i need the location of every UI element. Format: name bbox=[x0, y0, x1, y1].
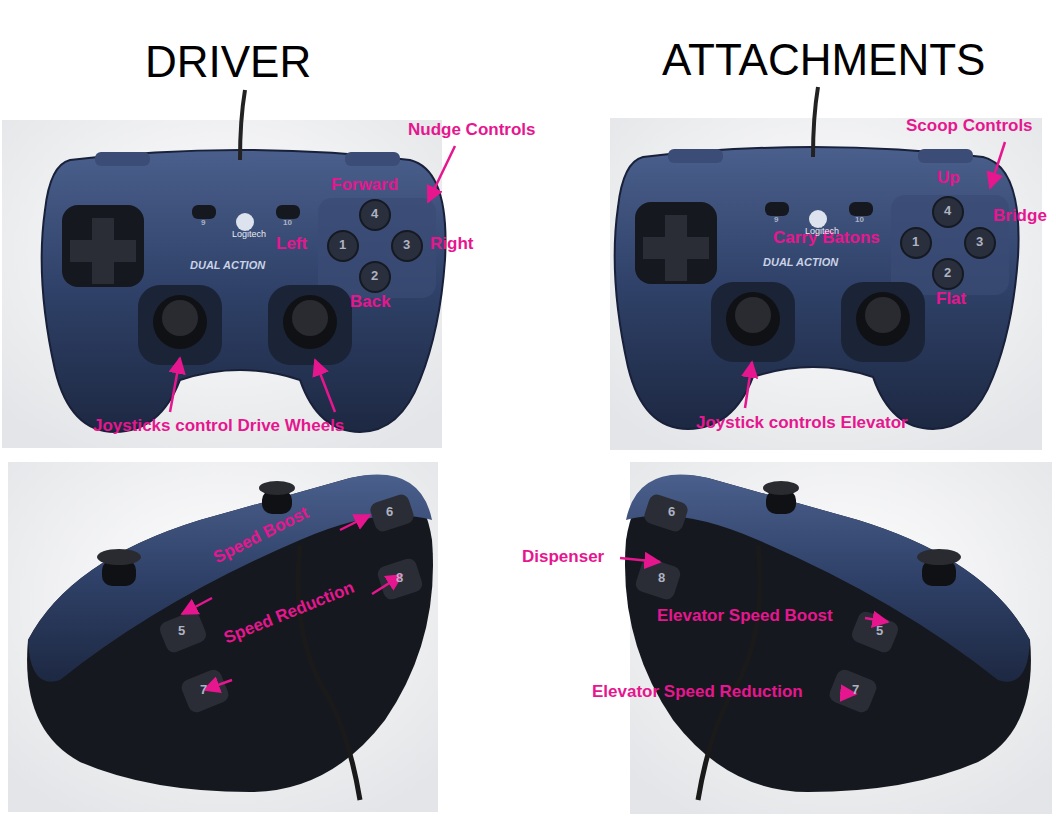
button-number: 6 bbox=[668, 505, 675, 519]
button-number: 3 bbox=[403, 238, 410, 252]
control-label: Elevator Speed Boost bbox=[657, 607, 833, 626]
control-label: Left bbox=[276, 235, 307, 254]
control-label: Right bbox=[430, 235, 473, 254]
button-number: 2 bbox=[944, 266, 951, 280]
button-number: 10 bbox=[283, 219, 292, 228]
button-number: 4 bbox=[371, 207, 378, 221]
button-number: 1 bbox=[339, 238, 346, 252]
control-label: Elevator Speed Reduction bbox=[592, 683, 803, 702]
control-label: Back bbox=[350, 293, 391, 312]
control-label: Joysticks control Drive Wheels bbox=[93, 417, 344, 436]
button-number: 7 bbox=[200, 683, 207, 697]
model-text: DUAL ACTION bbox=[190, 259, 265, 271]
button-number: 10 bbox=[855, 216, 864, 225]
control-label: Dispenser bbox=[522, 548, 604, 567]
control-label: Bridge bbox=[993, 207, 1047, 226]
button-number: 8 bbox=[658, 571, 665, 585]
panel-heading: DRIVER bbox=[145, 38, 311, 86]
panel-heading: ATTACHMENTS bbox=[662, 36, 985, 84]
button-number: 4 bbox=[944, 204, 951, 218]
control-label: Scoop Controls bbox=[906, 117, 1033, 136]
button-number: 6 bbox=[386, 505, 393, 519]
button-number: 7 bbox=[852, 683, 859, 697]
button-number: 3 bbox=[976, 235, 983, 249]
control-label: Forward bbox=[331, 176, 398, 195]
control-label: Joystick controls Elevator bbox=[696, 414, 908, 433]
model-text: DUAL ACTION bbox=[763, 256, 838, 268]
control-label: Up bbox=[937, 169, 960, 188]
button-number: 5 bbox=[178, 624, 185, 638]
button-number: 1 bbox=[912, 235, 919, 249]
button-number: 9 bbox=[774, 216, 778, 225]
brand-logo-text: Logitech bbox=[805, 227, 839, 237]
button-number: 5 bbox=[876, 624, 883, 638]
button-number: 9 bbox=[201, 219, 205, 228]
control-label: Nudge Controls bbox=[408, 121, 536, 140]
button-number: 2 bbox=[371, 269, 378, 283]
button-number: 8 bbox=[396, 571, 403, 585]
control-label: Flat bbox=[936, 290, 966, 309]
brand-logo-text: Logitech bbox=[232, 230, 266, 240]
